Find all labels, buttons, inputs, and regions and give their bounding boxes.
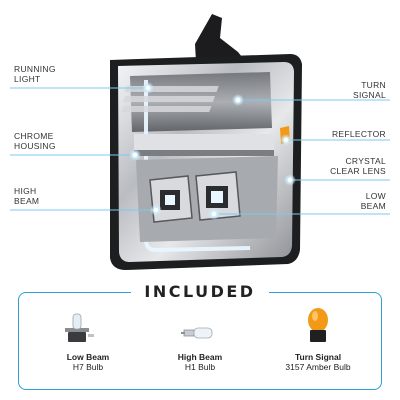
bulb-low-beam: Low Beam H7 Bulb [33,352,143,372]
included-title: INCLUDED [131,282,269,302]
callout-high-beam-line1: HIGH [14,186,37,196]
callout-low-beam-line1: LOW [365,191,386,201]
callout-high-beam-line2: BEAM [14,196,40,206]
callout-low-beam: LOW BEAM [361,191,386,211]
bulb-high-beam-name: High Beam [177,352,223,362]
bulb-turn-signal: Turn Signal 3157 Amber Bulb [263,352,373,372]
callout-chrome-housing: CHROME HOUSING [14,131,56,151]
callout-turn-signal: TURN SIGNAL [353,80,386,100]
bulb-turn-signal-desc: 3157 Amber Bulb [285,362,351,372]
callout-high-beam: HIGH BEAM [14,186,39,206]
mounting-bracket [195,14,246,62]
callout-crystal-clear-lens-line1: CRYSTAL [345,156,386,166]
callout-turn-signal-line1: TURN [361,80,386,90]
callout-reflector-line1: REFLECTOR [331,129,386,139]
bulb-turn-signal-name: Turn Signal [294,352,342,362]
callout-running-light-line2: LIGHT [14,74,41,84]
callout-low-beam-line2: BEAM [360,201,386,211]
callout-crystal-clear-lens: CRYSTAL CLEAR LENS [330,156,386,176]
h1-bulb-icon [181,327,213,339]
callout-running-light: RUNNING LIGHT [14,64,56,84]
low-beam-projector [195,171,241,221]
callout-chrome-housing-line2: HOUSING [14,141,56,151]
h7-bulb-icon [65,313,94,342]
callout-crystal-clear-lens-line2: CLEAR LENS [330,166,386,176]
callout-reflector: REFLECTOR [332,129,386,139]
callout-running-light-line1: RUNNING [14,64,56,74]
callout-turn-signal-line2: SIGNAL [353,90,386,100]
bulb-low-beam-desc: H7 Bulb [72,362,104,372]
callout-chrome-housing-line1: CHROME [14,131,54,141]
bulb-low-beam-name: Low Beam [66,352,110,362]
bulb-high-beam: High Beam H1 Bulb [145,352,255,372]
bulb-high-beam-desc: H1 Bulb [184,362,216,372]
amber-bulb-icon [308,308,328,342]
